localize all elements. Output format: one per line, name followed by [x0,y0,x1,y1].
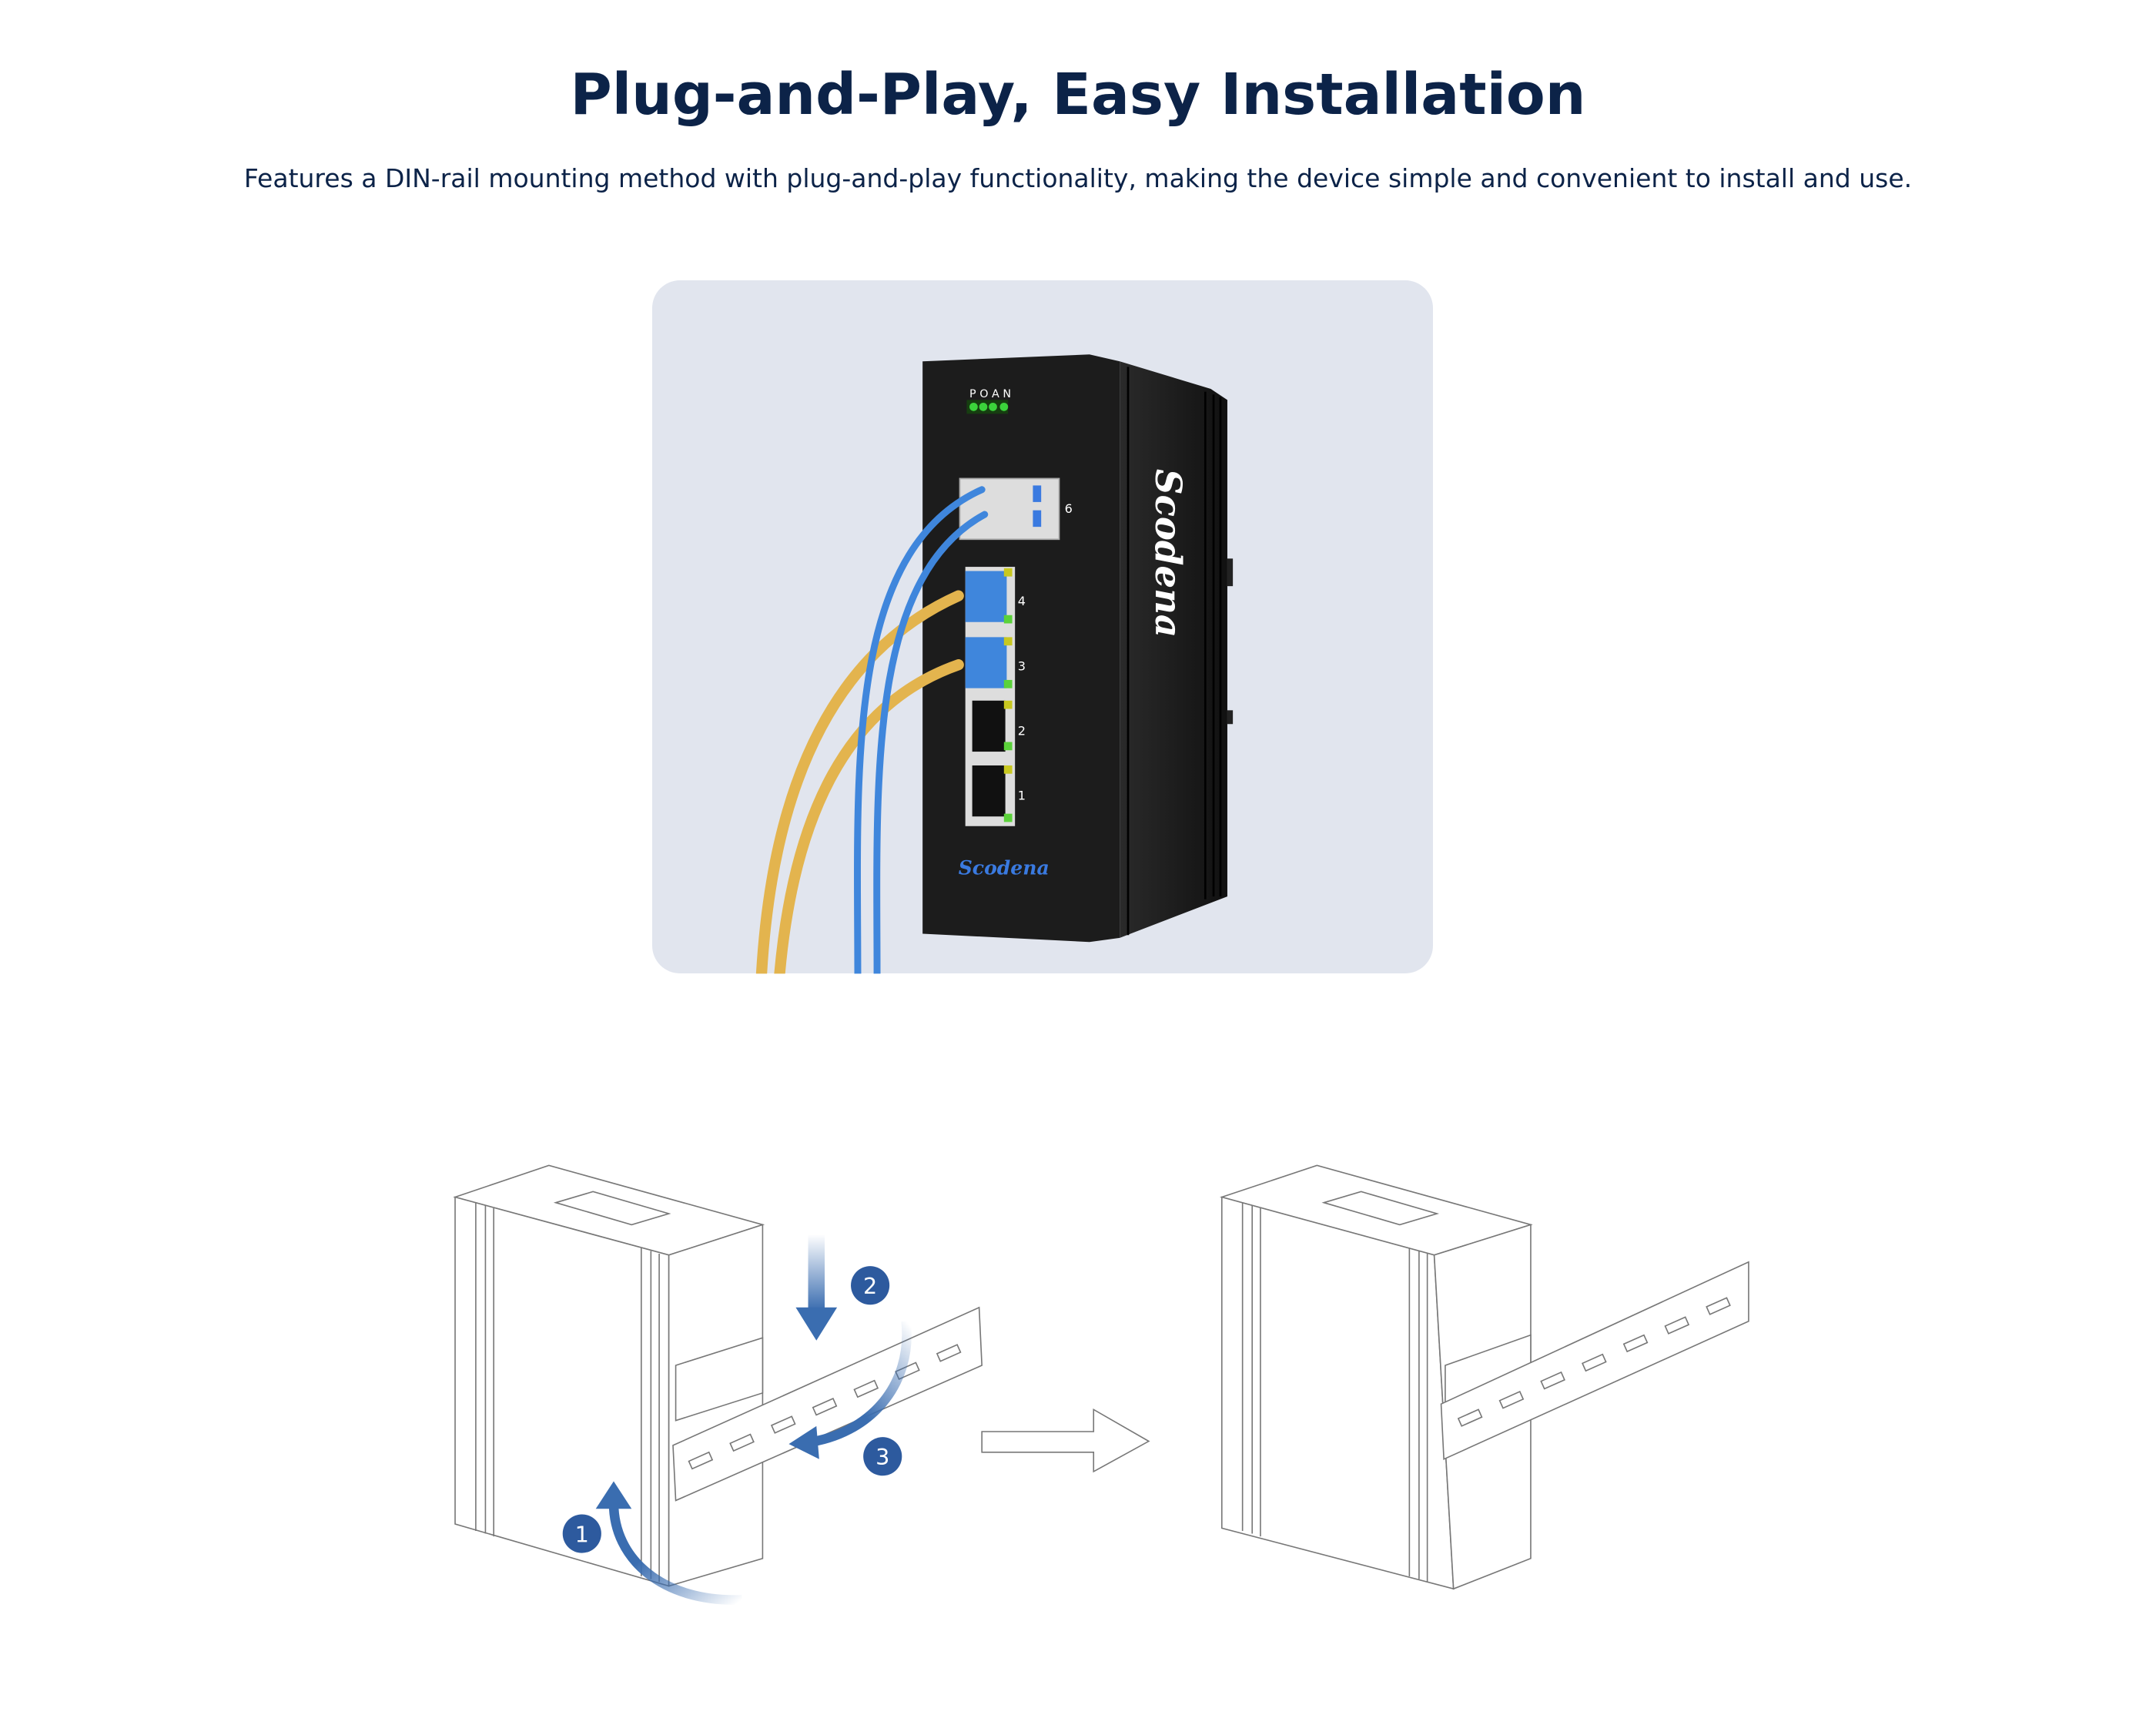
brand-logo-front: Scodena [959,856,1050,879]
network-cables [755,486,989,974]
step-badge-2 [851,1266,890,1305]
ethernet-switch-device: P O A N 6 4 3 2 1 Scodena Scodena [922,354,1234,943]
din-rail-after-diagram [1220,1164,1749,1590]
device-side [1120,361,1227,938]
step-number-2: 2 [863,1273,877,1299]
step-badge-1 [562,1514,601,1553]
arrow-down-icon [808,1234,825,1311]
brand-logo-side: Scodena [1147,469,1190,638]
step-number-1: 1 [575,1521,589,1547]
port-label-1: 1 [1018,789,1026,803]
heat-sink-fins [1127,367,1222,936]
page-subtitle: Features a DIN-rail mounting method with… [243,163,1913,193]
device-front [922,354,1120,943]
rj45-ports [965,567,1016,826]
arrow-right-icon [981,1408,1150,1473]
arrow-curve-up-icon [608,1503,742,1605]
status-leds [966,400,1009,414]
port-label-3: 3 [1018,658,1026,673]
sfp-port-6 [959,477,1060,541]
port-label-4: 4 [1018,594,1026,608]
step-number-3: 3 [875,1444,889,1470]
arrow-curve-left-icon [805,1321,912,1448]
port-label-6: 6 [1065,501,1073,516]
led-labels: P O A N [969,388,1011,400]
step-badge-3 [863,1437,902,1476]
page-title: Plug-and-Play, Easy Installation [570,62,1586,128]
step-arrows: 1 2 3 [562,1234,912,1605]
port-label-2: 2 [1018,724,1026,739]
